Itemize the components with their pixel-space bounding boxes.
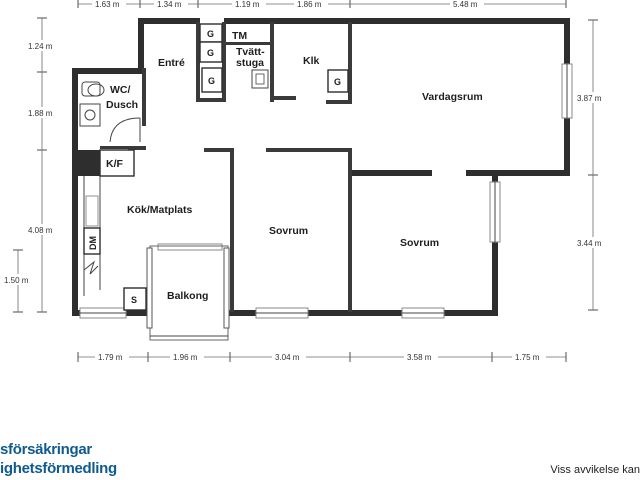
brand-line-2: ighetsförmedling — [0, 460, 117, 477]
label-entre: Entré — [158, 57, 185, 69]
dim-top-1: 1.63 m — [95, 0, 120, 9]
disclaimer-text: Viss avvikelse kan — [550, 464, 640, 476]
label-dm: DM — [88, 236, 98, 250]
label-g-2: G — [207, 48, 214, 58]
label-balkong: Balkong — [167, 290, 208, 302]
dim-left-1: 1.24 m — [28, 42, 53, 51]
right-dimensions: 3.87 m 3.44 m — [575, 19, 611, 311]
label-wc-2: Dusch — [106, 99, 138, 111]
room-labels: Entré G G G TM Tvätt- stuga Klk G Vardag… — [88, 29, 483, 305]
interior-walls — [100, 22, 352, 312]
dim-top-5: 5.48 m — [453, 0, 478, 9]
dim-bottom-1: 1.79 m — [98, 353, 123, 362]
left-dimensions: 1.24 m 1.88 m 4.08 m 1.50 m — [2, 17, 58, 313]
label-kf: K/F — [106, 158, 124, 170]
bottom-dimensions: 1.79 m 1.96 m 3.04 m 3.58 m 1.75 m — [77, 352, 567, 362]
label-wc-1: WC/ — [110, 84, 130, 96]
balcony — [146, 245, 230, 341]
label-sovrum-1: Sovrum — [269, 225, 308, 237]
windows — [79, 63, 573, 319]
label-tvattstuga-2: stuga — [236, 57, 264, 69]
label-tvattstuga-1: Tvätt- — [236, 46, 265, 58]
dim-right-1: 3.87 m — [577, 94, 602, 103]
dim-bottom-4: 3.58 m — [407, 353, 432, 362]
label-g-1: G — [207, 29, 214, 39]
label-sovrum-2: Sovrum — [400, 237, 439, 249]
dim-bottom-2: 1.96 m — [173, 353, 198, 362]
dim-top-3: 1.19 m — [235, 0, 260, 9]
top-dimensions: 1.63 m 1.34 m 1.19 m 1.86 m 5.48 m — [77, 0, 567, 9]
label-vardagsrum: Vardagsrum — [422, 91, 483, 103]
label-g-4: G — [334, 77, 341, 87]
dim-left-2: 1.88 m — [28, 109, 53, 118]
label-tm: TM — [232, 30, 247, 42]
dim-bottom-3: 3.04 m — [275, 353, 300, 362]
label-g-3: G — [208, 76, 215, 86]
dim-top-4: 1.86 m — [297, 0, 322, 9]
label-s: S — [131, 295, 137, 305]
brand-line-1: sförsäkringar — [0, 441, 92, 458]
storage-boxes — [83, 23, 349, 311]
dim-left-4: 1.50 m — [4, 276, 29, 285]
label-klk: Klk — [303, 55, 320, 67]
dim-top-2: 1.34 m — [157, 0, 182, 9]
dim-bottom-5: 1.75 m — [515, 353, 540, 362]
label-kok: Kök/Matplats — [127, 204, 193, 216]
dim-right-2: 3.44 m — [577, 239, 602, 248]
dim-left-3: 4.08 m — [28, 226, 53, 235]
